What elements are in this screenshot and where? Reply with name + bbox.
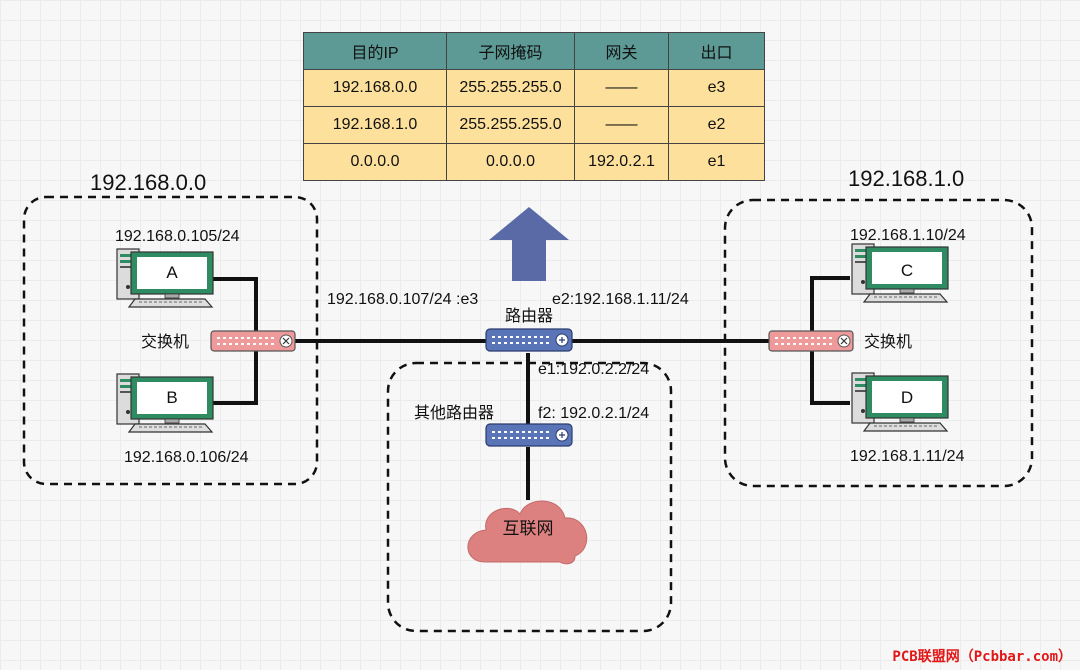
pc-b-label: B bbox=[166, 388, 177, 407]
pc-b-icon bbox=[116, 373, 214, 433]
routing-table-cell: 255.255.255.0 bbox=[446, 106, 575, 144]
watermark-text: PCB联盟网（Pcbbar.com） bbox=[892, 649, 1072, 665]
right-network-title: 192.168.1.0 bbox=[848, 166, 964, 191]
routing-table-cell: e1 bbox=[668, 143, 765, 181]
internet-cloud-icon bbox=[467, 500, 588, 565]
other-router-label: 其他路由器 bbox=[414, 404, 494, 422]
internet-label: 互联网 bbox=[503, 519, 554, 538]
router-icon bbox=[485, 328, 573, 352]
left-network-title: 192.168.0.0 bbox=[90, 170, 206, 195]
router-e2-label: e2:192.168.1.11/24 bbox=[552, 291, 689, 308]
up-arrow-icon bbox=[489, 207, 569, 281]
routing-table-cell: 0.0.0.0 bbox=[446, 143, 575, 181]
routing-table-cell: 255.255.255.0 bbox=[446, 69, 575, 107]
table-row: 192.168.0.0 255.255.255.0 —— e3 bbox=[303, 69, 765, 107]
pc-a-icon bbox=[116, 248, 214, 308]
router-label: 路由器 bbox=[505, 307, 553, 325]
routing-table-cell: 192.0.2.1 bbox=[574, 143, 669, 181]
left-switch-label: 交换机 bbox=[141, 333, 189, 351]
routing-table-header: 目的IP bbox=[303, 32, 447, 70]
router-e1-label: e1:192.0.2.2/24 bbox=[538, 361, 649, 378]
routing-table-header: 网关 bbox=[574, 32, 669, 70]
routing-table-header-row: 目的IP 子网掩码 网关 出口 bbox=[303, 32, 765, 70]
right-switch-label: 交换机 bbox=[864, 333, 912, 351]
left-switch-icon bbox=[210, 330, 296, 352]
pc-d-ip: 192.168.1.11/24 bbox=[850, 448, 965, 465]
connection-lines bbox=[210, 276, 850, 500]
pc-a-ip: 192.168.0.105/24 bbox=[115, 228, 240, 245]
right-network-zone bbox=[723, 198, 1034, 488]
routing-table-header: 子网掩码 bbox=[446, 32, 575, 70]
table-row: 192.168.1.0 255.255.255.0 —— e2 bbox=[303, 106, 765, 144]
pc-c-label: C bbox=[901, 261, 913, 280]
right-switch-icon bbox=[768, 330, 854, 352]
pc-a-label: A bbox=[166, 263, 178, 282]
routing-table-cell: 192.168.0.0 bbox=[303, 69, 447, 107]
routing-table-cell: 192.168.1.0 bbox=[303, 106, 447, 144]
other-router-f2-label: f2: 192.0.2.1/24 bbox=[538, 405, 649, 422]
routing-table-cell: e3 bbox=[668, 69, 765, 107]
routing-table-header: 出口 bbox=[668, 32, 765, 70]
routing-table-cell: e2 bbox=[668, 106, 765, 144]
pc-c-ip: 192.168.1.10/24 bbox=[850, 227, 966, 244]
table-row: 0.0.0.0 0.0.0.0 192.0.2.1 e1 bbox=[303, 143, 765, 181]
pc-d-label: D bbox=[901, 388, 913, 407]
routing-table-cell: —— bbox=[574, 106, 669, 144]
other-router-icon bbox=[485, 423, 573, 447]
routing-table-cell: 0.0.0.0 bbox=[303, 143, 447, 181]
routing-table: 目的IP 子网掩码 网关 出口 192.168.0.0 255.255.255.… bbox=[303, 32, 765, 181]
routing-table-cell: —— bbox=[574, 69, 669, 107]
pc-b-ip: 192.168.0.106/24 bbox=[124, 449, 249, 466]
router-e3-label: 192.168.0.107/24 :e3 bbox=[327, 291, 478, 308]
